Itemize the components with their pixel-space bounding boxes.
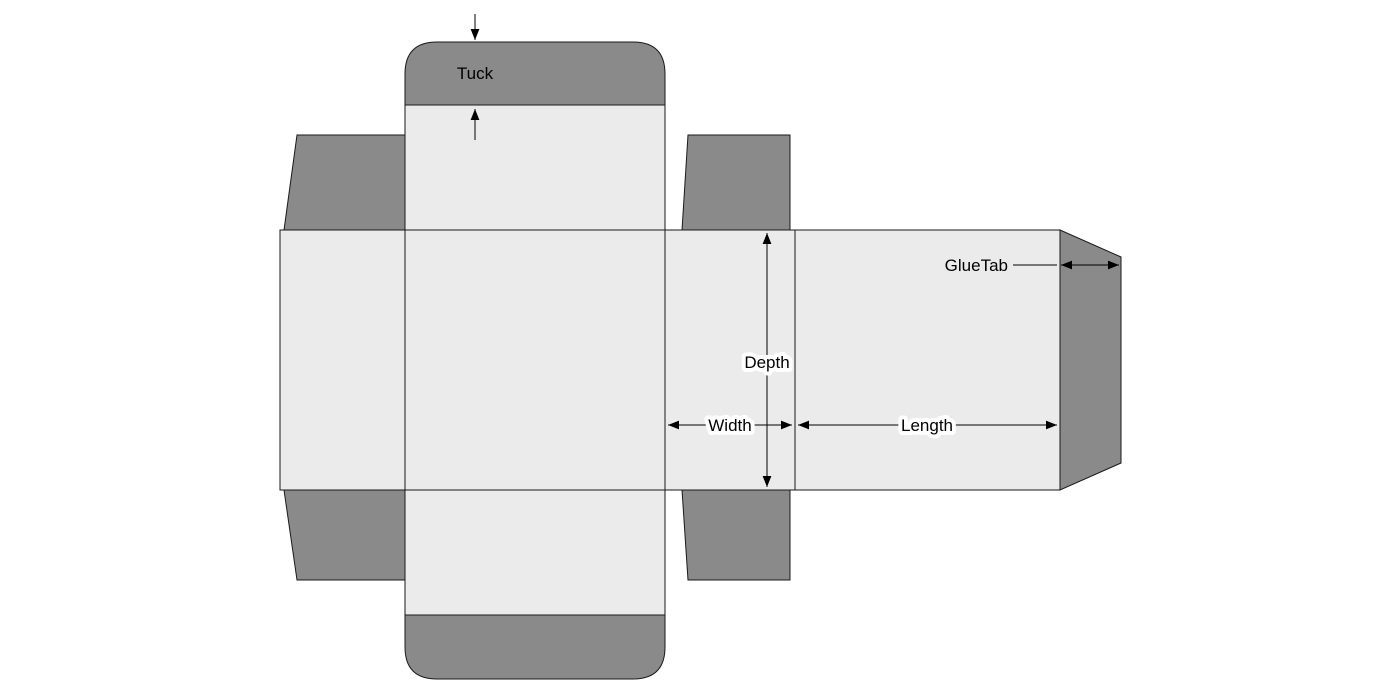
tuck-flap-top	[404, 41, 666, 106]
dust-flap-top-left	[283, 134, 406, 231]
tuck-label: Tuck	[457, 64, 494, 83]
glue-tab	[1059, 229, 1122, 491]
front-panel	[404, 229, 666, 491]
tuck-flap-bottom	[404, 614, 666, 680]
length-label: Length	[901, 416, 953, 435]
tuck-panel-top	[404, 104, 666, 231]
depth-label: Depth	[744, 353, 789, 372]
side-panel-left	[279, 229, 406, 491]
length-panel	[794, 229, 1061, 491]
width-label: Width	[708, 416, 751, 435]
dust-flap-top-right	[681, 134, 791, 231]
dust-flap-bottom-right	[681, 489, 791, 581]
width-panel	[664, 229, 796, 491]
gluetab-label: GlueTab	[945, 256, 1008, 275]
tuck-panel-bottom	[404, 489, 666, 616]
dust-flap-bottom-left	[283, 489, 406, 581]
